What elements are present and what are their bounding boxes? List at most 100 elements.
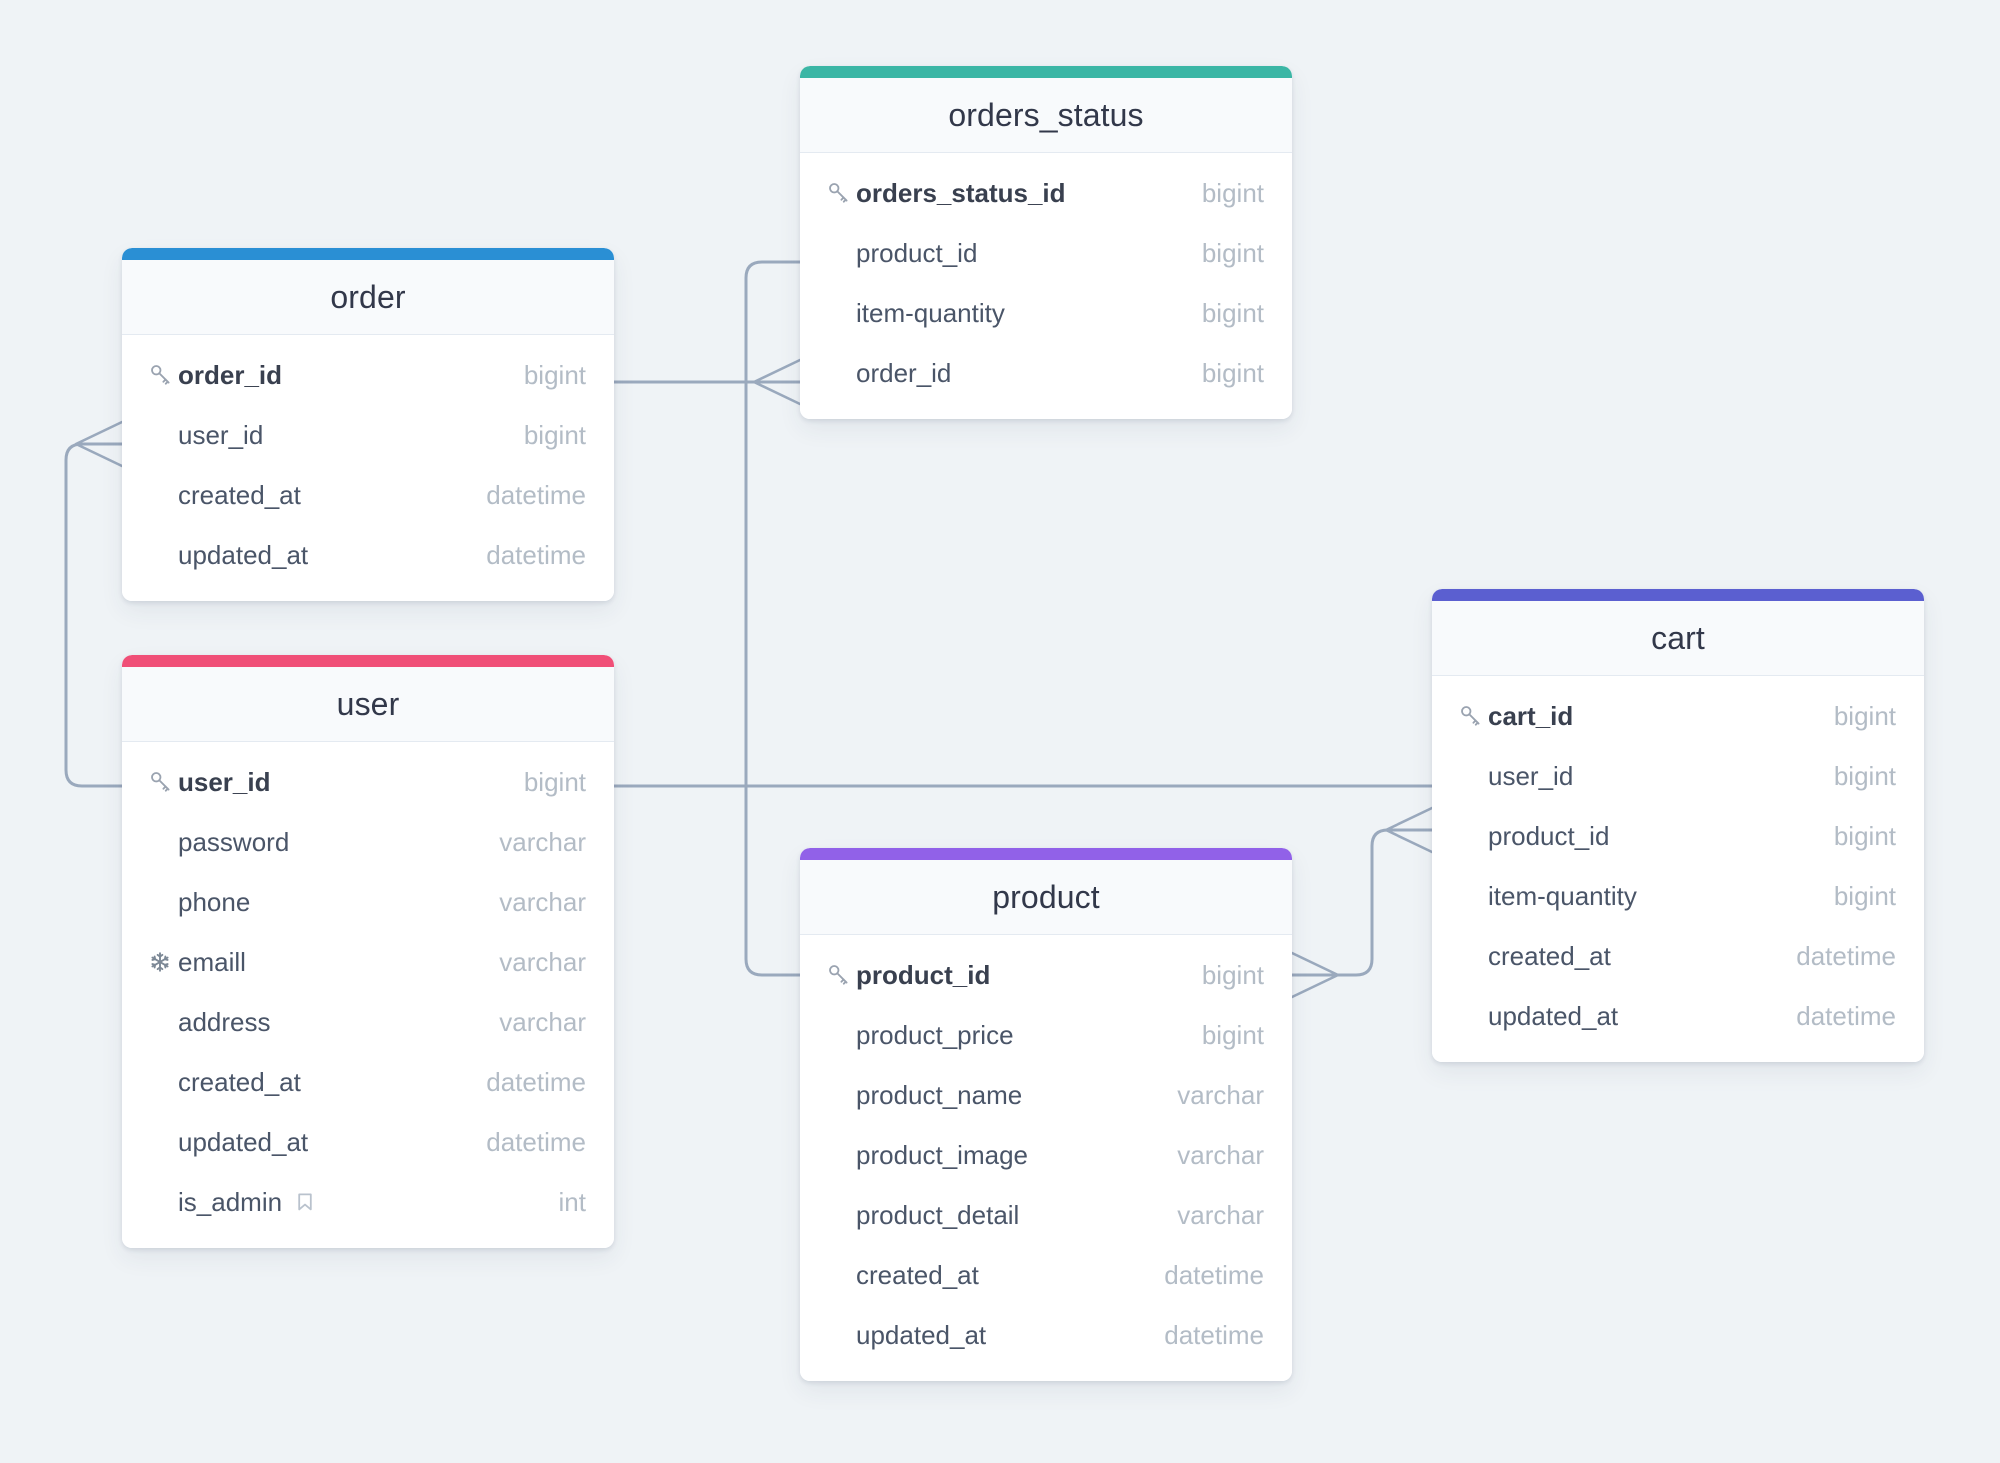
column-type: bigint [1201, 959, 1264, 990]
connector-product-to-cart [1290, 806, 1434, 999]
column-name: product_id [856, 959, 991, 990]
column-row-product-detail[interactable]: product_detail varchar [800, 1185, 1292, 1245]
column-name: created_at [856, 1259, 979, 1290]
column-row-item-quantity[interactable]: item-quantity bigint [800, 283, 1292, 343]
column-type: datetime [486, 1066, 586, 1097]
column-type: varchar [1177, 1139, 1264, 1170]
table-card-product[interactable]: product product_id bigint product_price [800, 848, 1292, 1381]
connector-order-to-orders-status [612, 358, 802, 406]
column-row-is-admin[interactable]: is_admin int [122, 1172, 614, 1232]
column-row-created-at[interactable]: created_at datetime [122, 1052, 614, 1112]
column-name: user_id [1488, 760, 1574, 791]
column-row-password[interactable]: password varchar [122, 812, 614, 872]
table-columns-product: product_id bigint product_price bigint p… [800, 935, 1292, 1381]
column-type: bigint [1833, 880, 1896, 911]
column-type: datetime [486, 539, 586, 570]
column-name: is_admin [178, 1186, 283, 1217]
column-name: updated_at [1488, 1000, 1619, 1031]
column-row-product-id[interactable]: product_id bigint [1432, 806, 1924, 866]
column-type: bigint [523, 419, 586, 450]
column-name: updated_at [178, 1126, 309, 1157]
column-type: int [558, 1186, 586, 1217]
column-name: address [178, 1006, 271, 1037]
table-accent-bar [800, 848, 1292, 860]
table-card-order[interactable]: order order_id bigint user_id bigint [122, 248, 614, 601]
table-accent-bar [122, 655, 614, 667]
column-name: orders_status_id [856, 177, 1066, 208]
column-row-product-id[interactable]: product_id bigint [800, 223, 1292, 283]
column-type: datetime [1164, 1319, 1264, 1350]
table-columns-orders-status: orders_status_id bigint product_id bigin… [800, 153, 1292, 419]
column-row-item-quantity[interactable]: item-quantity bigint [1432, 866, 1924, 926]
column-name: product_id [856, 237, 978, 268]
column-row-product-id[interactable]: product_id bigint [800, 945, 1292, 1005]
column-name: user_id [178, 419, 264, 450]
key-icon [826, 180, 856, 206]
table-title-order: order [122, 260, 614, 335]
column-row-updated-at[interactable]: updated_at datetime [122, 1112, 614, 1172]
column-row-orders-status-id[interactable]: orders_status_id bigint [800, 163, 1292, 223]
column-name: phone [178, 886, 251, 917]
column-name: item-quantity [1488, 880, 1637, 911]
table-card-cart[interactable]: cart cart_id bigint user_id bigint [1432, 589, 1924, 1062]
column-row-address[interactable]: address varchar [122, 992, 614, 1052]
column-row-created-at[interactable]: created_at datetime [122, 465, 614, 525]
table-title-cart: cart [1432, 601, 1924, 676]
bookmark-icon [293, 1190, 317, 1214]
column-type: varchar [499, 946, 586, 977]
column-type: datetime [486, 479, 586, 510]
column-type: bigint [523, 766, 586, 797]
table-columns-user: user_id bigint password varchar phone va… [122, 742, 614, 1248]
column-name: password [178, 826, 290, 857]
column-row-user-id[interactable]: user_id bigint [122, 752, 614, 812]
table-accent-bar [1432, 589, 1924, 601]
column-row-created-at[interactable]: created_at datetime [800, 1245, 1292, 1305]
table-title-orders-status: orders_status [800, 78, 1292, 153]
table-columns-cart: cart_id bigint user_id bigint product_id… [1432, 676, 1924, 1062]
column-type: varchar [499, 886, 586, 917]
column-type: datetime [1796, 940, 1896, 971]
connector-orders-status-to-product [744, 260, 802, 977]
table-title-product: product [800, 860, 1292, 935]
column-name: user_id [178, 766, 271, 797]
column-name: product_image [856, 1139, 1028, 1170]
snowflake-icon [148, 950, 178, 974]
column-type: bigint [1201, 297, 1264, 328]
column-row-updated-at[interactable]: updated_at datetime [800, 1305, 1292, 1365]
column-row-product-name[interactable]: product_name varchar [800, 1065, 1292, 1125]
column-type: datetime [486, 1126, 586, 1157]
column-type: bigint [1201, 177, 1264, 208]
column-type: varchar [1177, 1079, 1264, 1110]
column-type: varchar [1177, 1199, 1264, 1230]
column-name: updated_at [856, 1319, 987, 1350]
table-accent-bar [800, 66, 1292, 78]
column-name: product_price [856, 1019, 1014, 1050]
column-row-order-id[interactable]: order_id bigint [800, 343, 1292, 403]
column-row-updated-at[interactable]: updated_at datetime [122, 525, 614, 585]
column-name: cart_id [1488, 700, 1574, 731]
column-type: datetime [1164, 1259, 1264, 1290]
column-row-emaill[interactable]: emaill varchar [122, 932, 614, 992]
column-row-product-image[interactable]: product_image varchar [800, 1125, 1292, 1185]
column-row-user-id[interactable]: user_id bigint [1432, 746, 1924, 806]
table-card-user[interactable]: user user_id bigint password varchar [122, 655, 614, 1248]
connector-user-to-order [64, 420, 124, 788]
column-row-order-id[interactable]: order_id bigint [122, 345, 614, 405]
key-icon [148, 769, 178, 795]
column-name: product_id [1488, 820, 1610, 851]
column-row-phone[interactable]: phone varchar [122, 872, 614, 932]
column-name: emaill [178, 946, 246, 977]
table-card-orders-status[interactable]: orders_status orders_status_id bigint pr… [800, 66, 1292, 419]
column-name: order_id [178, 359, 283, 390]
column-row-created-at[interactable]: created_at datetime [1432, 926, 1924, 986]
column-name: updated_at [178, 539, 309, 570]
table-accent-bar [122, 248, 614, 260]
column-name: product_name [856, 1079, 1023, 1110]
column-type: varchar [499, 1006, 586, 1037]
column-row-user-id[interactable]: user_id bigint [122, 405, 614, 465]
column-row-cart-id[interactable]: cart_id bigint [1432, 686, 1924, 746]
column-row-updated-at[interactable]: updated_at datetime [1432, 986, 1924, 1046]
column-row-product-price[interactable]: product_price bigint [800, 1005, 1292, 1065]
column-type: bigint [1201, 237, 1264, 268]
